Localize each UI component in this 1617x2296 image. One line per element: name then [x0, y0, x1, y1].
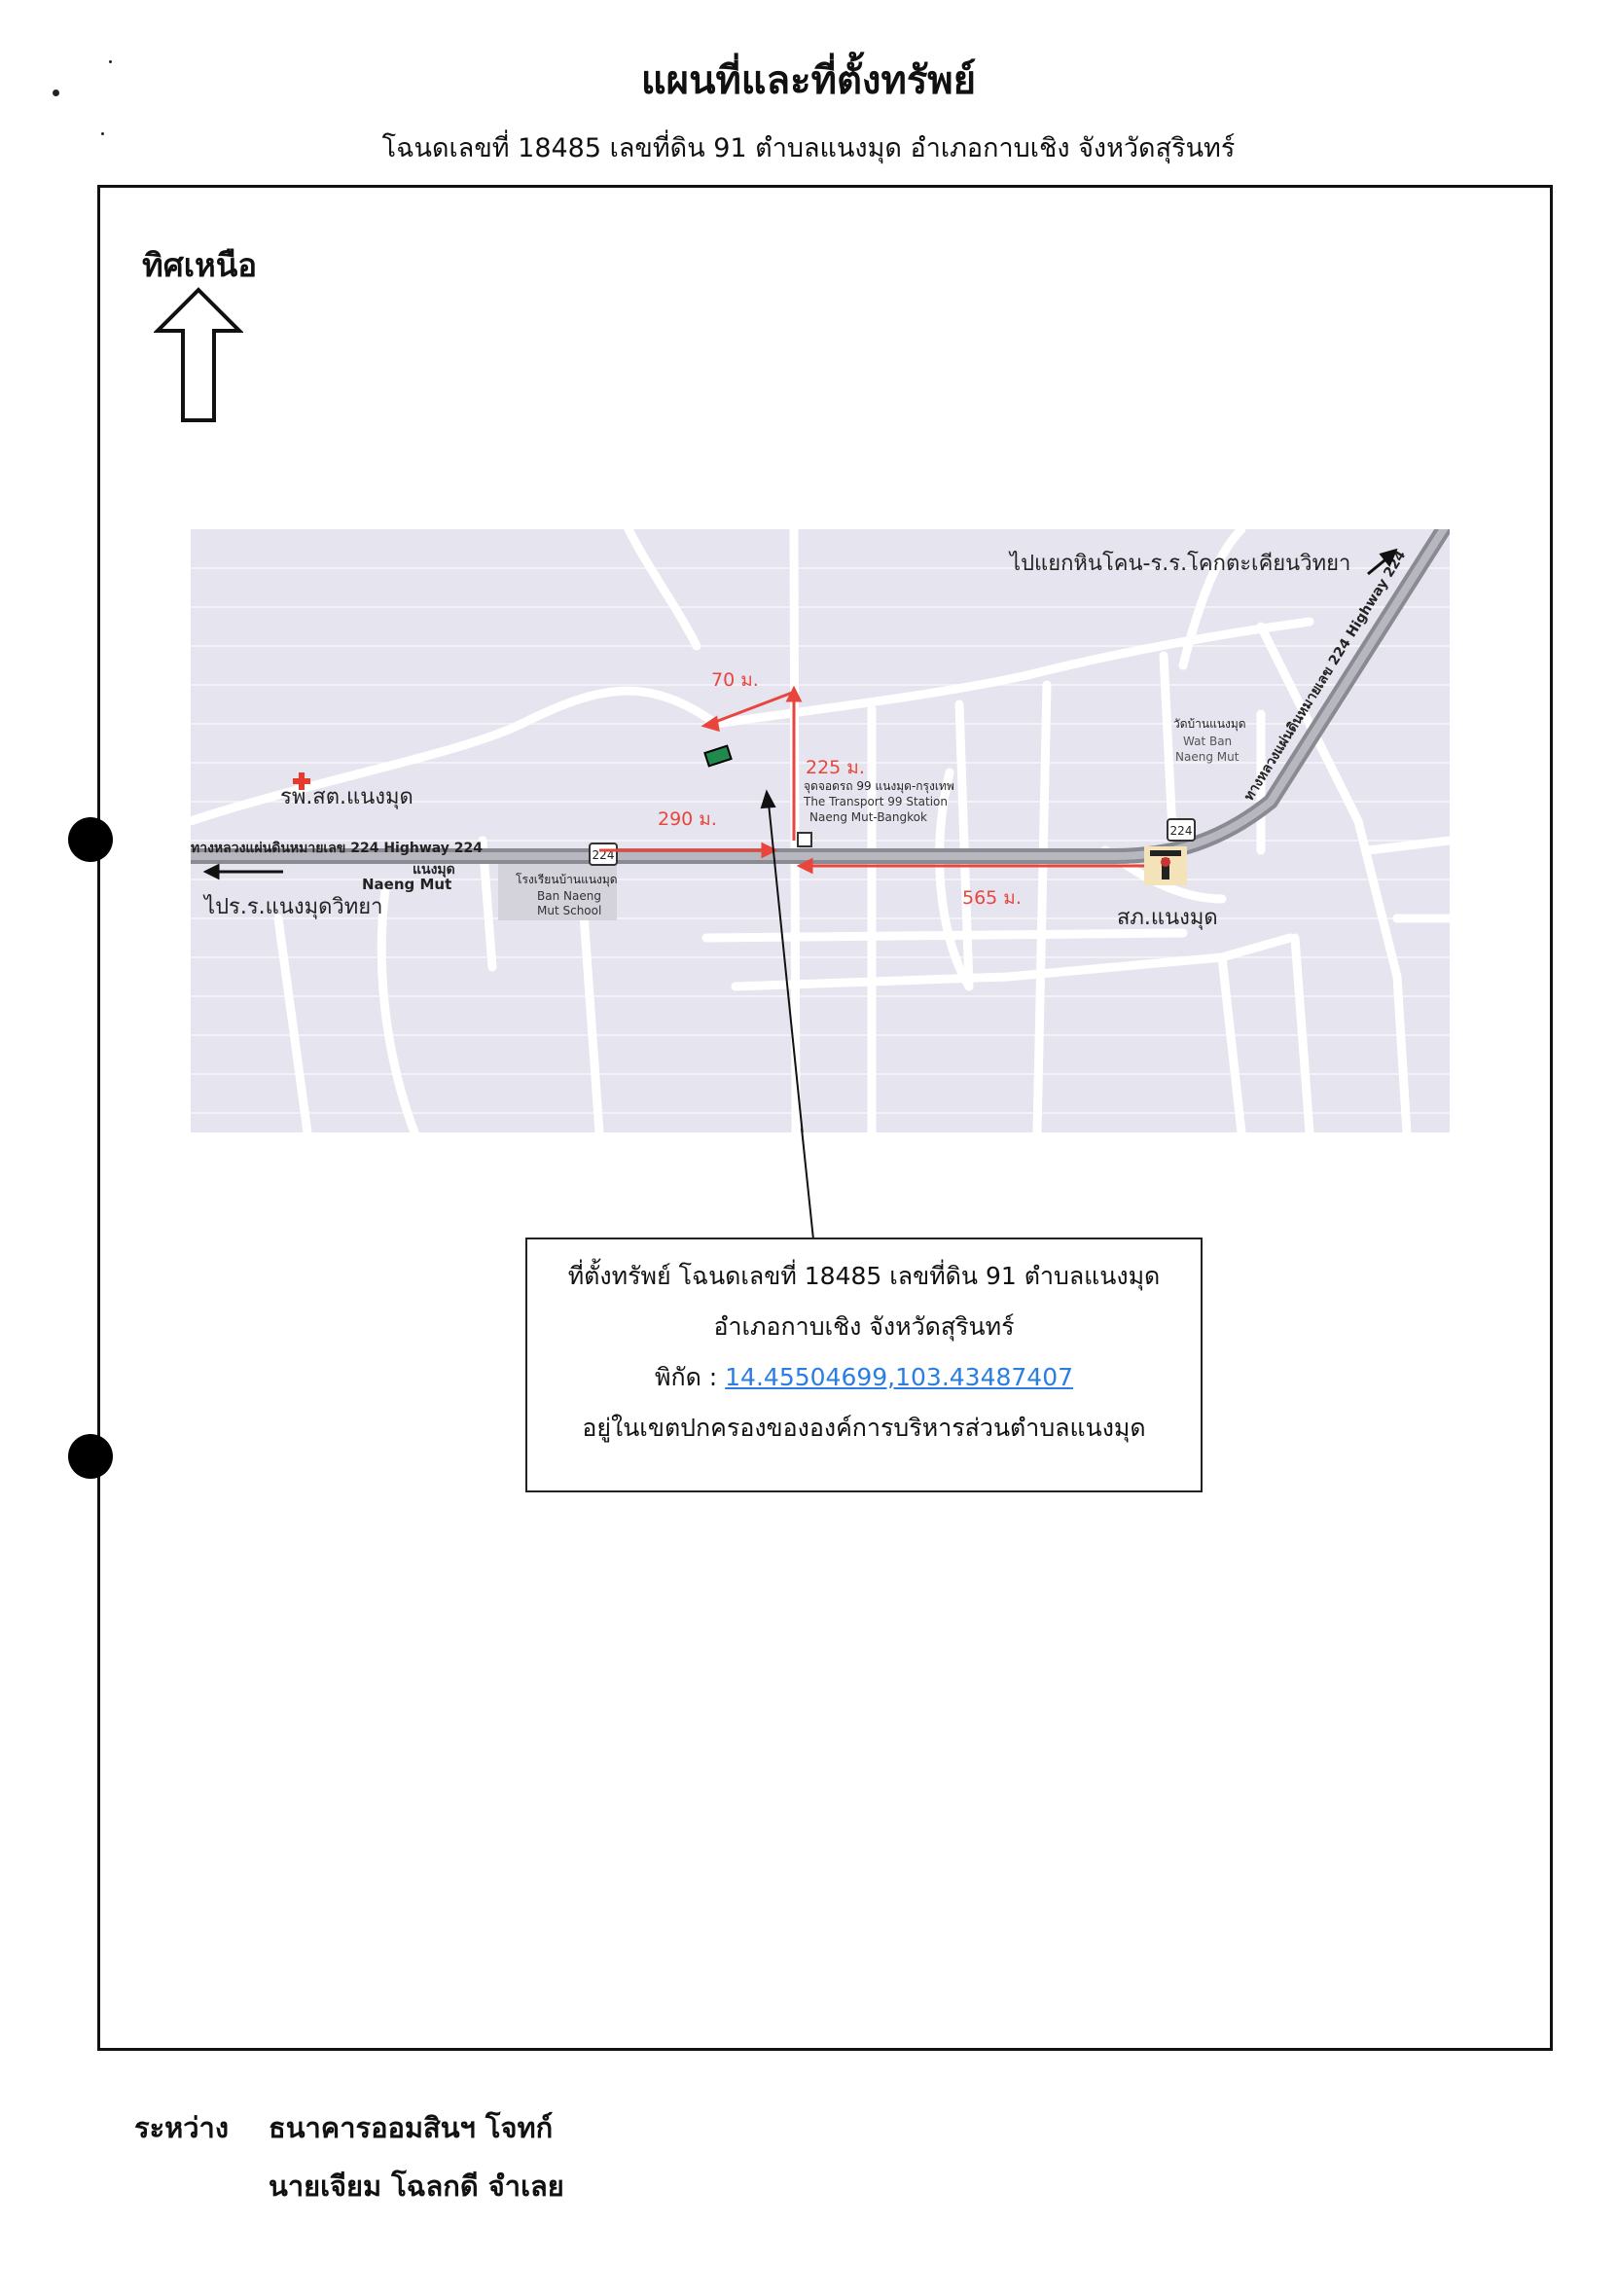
distance-565: 565 ม. — [962, 887, 1022, 909]
route-225-arrowhead — [785, 685, 803, 702]
school-label-en-1: Ban Naeng — [537, 889, 601, 903]
footer-party-plaintiff: ธนาคารออมสินฯ โจทก์ — [269, 2111, 554, 2144]
northeast-direction-arrow-icon — [1367, 548, 1398, 576]
footer-party-defendant: นายเจียม โฉลกดี จำเลย — [269, 2170, 564, 2203]
police-station-icon — [1144, 846, 1187, 885]
svg-text:224: 224 — [1170, 824, 1193, 838]
property-info-line-1: ที่ตั้งทรัพย์ โฉนดเลขที่ 18485 เลขที่ดิน… — [567, 1262, 1161, 1290]
map-gridlines — [191, 567, 1450, 1114]
scan-speck — [101, 132, 104, 135]
page-title: แผนที่และที่ตั้งทรัพย์ — [640, 58, 977, 103]
hospital-label: รพ.สต.แนงมุด — [280, 785, 413, 809]
route-70-arrowhead — [701, 715, 720, 733]
bus-stop-icon — [797, 832, 812, 847]
station-label-en-1: The Transport 99 Station — [803, 795, 948, 808]
route-shield-east: 224 — [1167, 818, 1196, 842]
to-school-label: ไปร.ร.แนงมุดวิทยา — [202, 894, 383, 919]
binder-hole-bottom — [68, 1434, 113, 1479]
west-direction-arrow-icon — [202, 863, 283, 880]
station-label-en-2: Naeng Mut-Bangkok — [809, 810, 927, 824]
highway-224 — [191, 515, 1456, 864]
route-70-line — [709, 691, 793, 726]
binder-hole-top — [68, 817, 113, 862]
distance-70: 70 ม. — [711, 669, 759, 691]
station-label-th: จุดจอดรถ 99 แนงมุด-กรุงเทพ — [804, 779, 954, 794]
scan-speck — [53, 90, 59, 96]
north-label: ทิศเหนือ — [142, 246, 258, 284]
footer-between-label: ระหว่าง — [134, 2111, 229, 2144]
map-frame — [97, 185, 1553, 2051]
property-parcel-marker — [703, 744, 733, 768]
temple-label-en-1: Wat Ban — [1183, 735, 1232, 748]
police-label: สภ.แนงมุด — [1117, 906, 1218, 930]
route-290-arrowhead — [761, 842, 778, 859]
coordinates-line: พิกัด : 14.45504699,103.43487407 — [527, 1352, 1201, 1403]
school-label-th: โรงเรียนบ้านแนงมุด — [516, 873, 618, 887]
coordinates-link[interactable]: 14.45504699,103.43487407 — [725, 1363, 1074, 1391]
map-svg: 224 224 ทางหลวงแผ่นดินหมายเลข 224 Highwa… — [186, 515, 1456, 1240]
temple-label-th: วัดบ้านแนงมุด — [1173, 717, 1246, 732]
north-arrow-icon — [153, 286, 244, 428]
property-info-box: ที่ตั้งทรัพย์ โฉนดเลขที่ 18485 เลขที่ดิน… — [525, 1238, 1203, 1492]
coordinates-label: พิกัด : — [654, 1363, 718, 1391]
village-label-en: Naeng Mut — [362, 876, 451, 893]
village-label-th: แนงมุด — [413, 862, 455, 878]
location-map: 224 224 ทางหลวงแผ่นดินหมายเลข 224 Highwa… — [186, 515, 1456, 1240]
route-565-arrowhead — [796, 857, 813, 875]
school-label-en-2: Mut School — [537, 904, 601, 917]
callout-pointer-extension — [801, 1129, 814, 1240]
to-hinkhon-label: ไปแยกหินโคน-ร.ร.โคกตะเคียนวิทยา — [1008, 551, 1350, 576]
highway-label-west: ทางหลวงแผ่นดินหมายเลข 224 Highway 224 — [191, 841, 483, 856]
route-arrows — [599, 685, 1164, 875]
distance-225: 225 ม. — [806, 757, 865, 778]
distance-290: 290 ม. — [658, 808, 717, 830]
scan-speck — [109, 60, 112, 63]
route-shield-west: 224 — [589, 843, 618, 866]
property-info-line-4: อยู่ในเขตปกครองขององค์การบริหารส่วนตำบลแ… — [582, 1414, 1146, 1442]
hospital-cross-icon — [293, 772, 310, 790]
property-info-line-2: อำเภอกาบเชิง จังหวัดสุรินทร์ — [713, 1312, 1015, 1341]
page-subtitle: โฉนดเลขที่ 18485 เลขที่ดิน 91 ตำบลแนงมุด… — [381, 133, 1236, 163]
temple-label-en-2: Naeng Mut — [1175, 750, 1240, 764]
